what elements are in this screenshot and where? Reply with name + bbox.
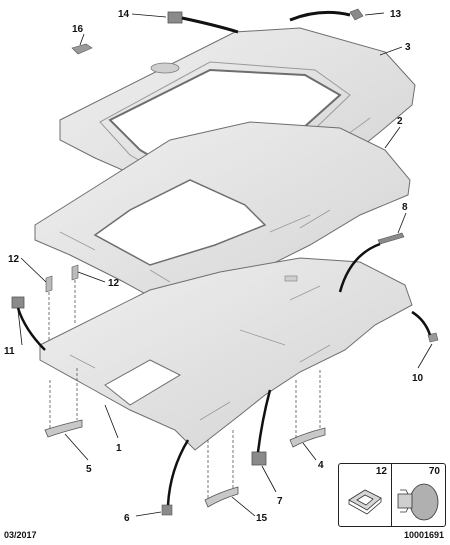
callout-3: 3 [405,42,411,53]
callout-7: 7 [277,496,283,507]
part-16-clip [71,43,93,55]
part-7-block [251,389,272,466]
callout-6: 6 [124,513,130,524]
part-13-pad [289,8,364,22]
callout-10: 10 [412,373,424,384]
callout-2: 2 [397,116,403,127]
callout-14: 14 [118,9,130,20]
callout-16: 16 [72,24,84,35]
leader-lines [17,12,433,517]
callout-4: 4 [318,460,324,471]
diagram-date: 03/2017 [4,530,37,540]
callout-15: 15 [256,513,268,524]
inset-cell-clip: 12 [339,464,392,526]
push-rivet-icon [397,483,439,521]
inset-number-right: 70 [428,466,440,477]
callout-13: 13 [390,9,402,20]
fastener-inset: 12 70 [338,463,446,527]
inset-cell-rivet: 70 [392,464,444,526]
inset-number-left: 12 [375,466,387,477]
headliner-panel-2 [34,121,411,331]
part-11-block [11,296,46,351]
callout-8: 8 [402,202,408,213]
callout-5: 5 [86,464,92,475]
part-12-clips [45,264,79,340]
part-8-strip [338,232,405,293]
part-6-pad [161,439,190,516]
part-14-block [167,11,239,34]
headliner-panel-1 [39,257,413,451]
callout-11: 11 [4,346,15,357]
clip-detail-icon [348,489,382,515]
part-5-handle [44,368,83,438]
part-4-handle [289,370,326,448]
part-15-handle [204,430,239,508]
part-10-pad [411,310,439,343]
callout-12-lower: 12 [108,278,120,289]
callout-1: 1 [116,443,122,454]
diagram-reference-number: 10001691 [403,530,444,540]
callout-12-upper: 12 [8,254,20,265]
